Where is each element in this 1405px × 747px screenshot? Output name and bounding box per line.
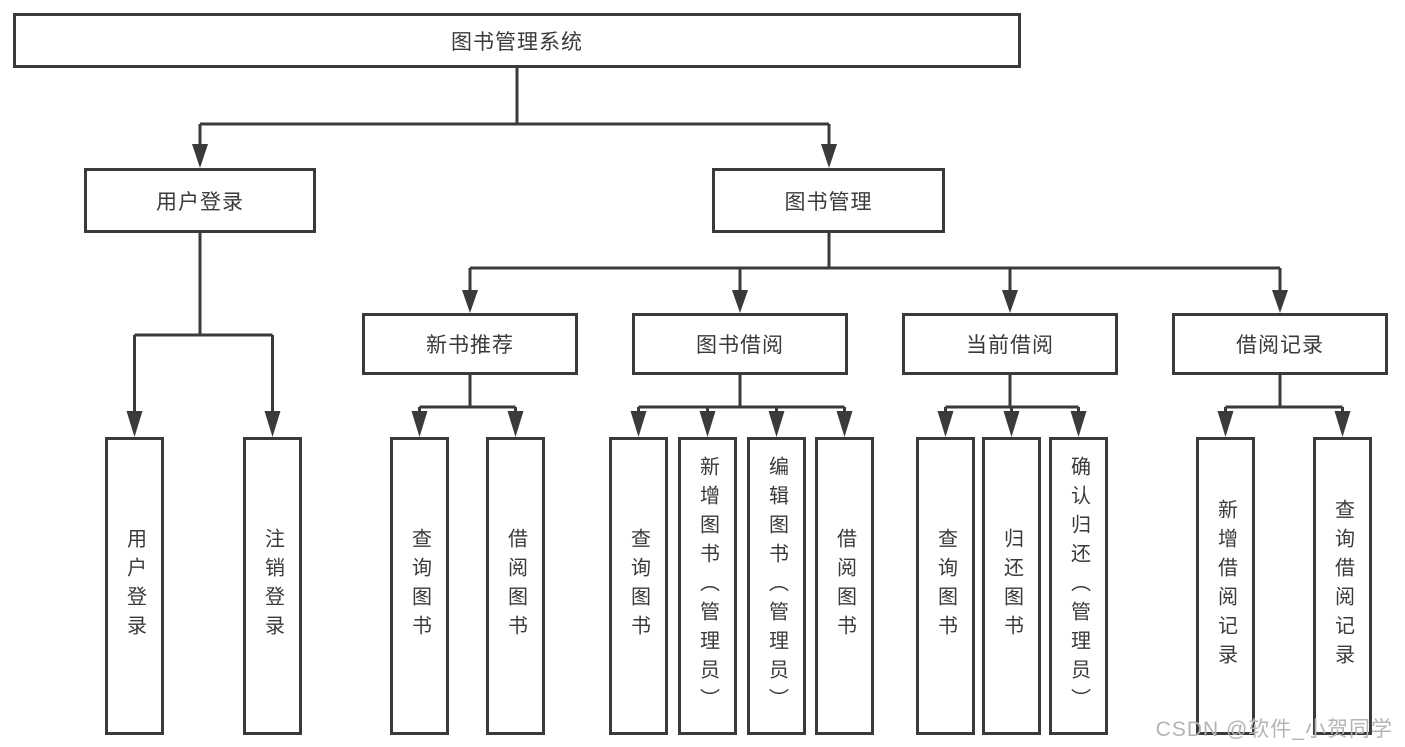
node-book-borrowing: 图书借阅 xyxy=(632,313,848,375)
leaf-query-books-recommend: 查询图书 xyxy=(390,437,449,735)
leaf-add-book-admin: 新增图书（管理员） xyxy=(678,437,737,735)
leaf-query-borrow-record: 查询借阅记录 xyxy=(1313,437,1372,735)
leaf-borrow-books-recommend: 借阅图书 xyxy=(486,437,545,735)
node-library-management-system: 图书管理系统 xyxy=(13,13,1021,68)
leaf-label: 确认归还（管理员） xyxy=(1067,455,1090,717)
node-new-book-recommendation: 新书推荐 xyxy=(362,313,578,375)
leaf-add-borrow-record: 新增借阅记录 xyxy=(1196,437,1255,735)
leaf-label: 新增图书（管理员） xyxy=(696,455,719,717)
leaf-label: 借阅图书 xyxy=(833,528,856,644)
node-label: 当前借阅 xyxy=(966,334,1054,357)
leaf-query-books-current: 查询图书 xyxy=(916,437,975,735)
leaf-label: 用户登录 xyxy=(123,528,146,644)
node-current-borrowing: 当前借阅 xyxy=(902,313,1118,375)
leaf-label: 查询借阅记录 xyxy=(1331,499,1354,673)
leaf-label: 注销登录 xyxy=(261,528,284,644)
node-label: 借阅记录 xyxy=(1236,334,1324,357)
leaf-label: 新增借阅记录 xyxy=(1214,499,1237,673)
leaf-label: 编辑图书（管理员） xyxy=(765,455,788,717)
leaf-label: 借阅图书 xyxy=(504,528,527,644)
node-book-management: 图书管理 xyxy=(712,168,945,233)
node-label: 新书推荐 xyxy=(426,334,514,357)
leaf-edit-book-admin: 编辑图书（管理员） xyxy=(747,437,806,735)
node-borrowing-records: 借阅记录 xyxy=(1172,313,1388,375)
node-user-login: 用户登录 xyxy=(84,168,316,233)
leaf-logout: 注销登录 xyxy=(243,437,302,735)
leaf-label: 查询图书 xyxy=(934,528,957,644)
leaf-label: 归还图书 xyxy=(1000,528,1023,644)
leaf-label: 查询图书 xyxy=(408,528,431,644)
node-label: 图书管理 xyxy=(784,190,873,214)
node-label: 图书管理系统 xyxy=(451,30,583,54)
leaf-query-books-borrow: 查询图书 xyxy=(609,437,668,735)
leaf-user-login: 用户登录 xyxy=(105,437,164,735)
node-label: 用户登录 xyxy=(156,190,244,214)
leaf-borrow-books: 借阅图书 xyxy=(815,437,874,735)
leaf-return-books: 归还图书 xyxy=(982,437,1041,735)
watermark: CSDN @软件_小贺同学 xyxy=(1155,718,1393,741)
node-label: 图书借阅 xyxy=(696,334,784,357)
leaf-confirm-return-admin: 确认归还（管理员） xyxy=(1049,437,1108,735)
leaf-label: 查询图书 xyxy=(627,528,650,644)
